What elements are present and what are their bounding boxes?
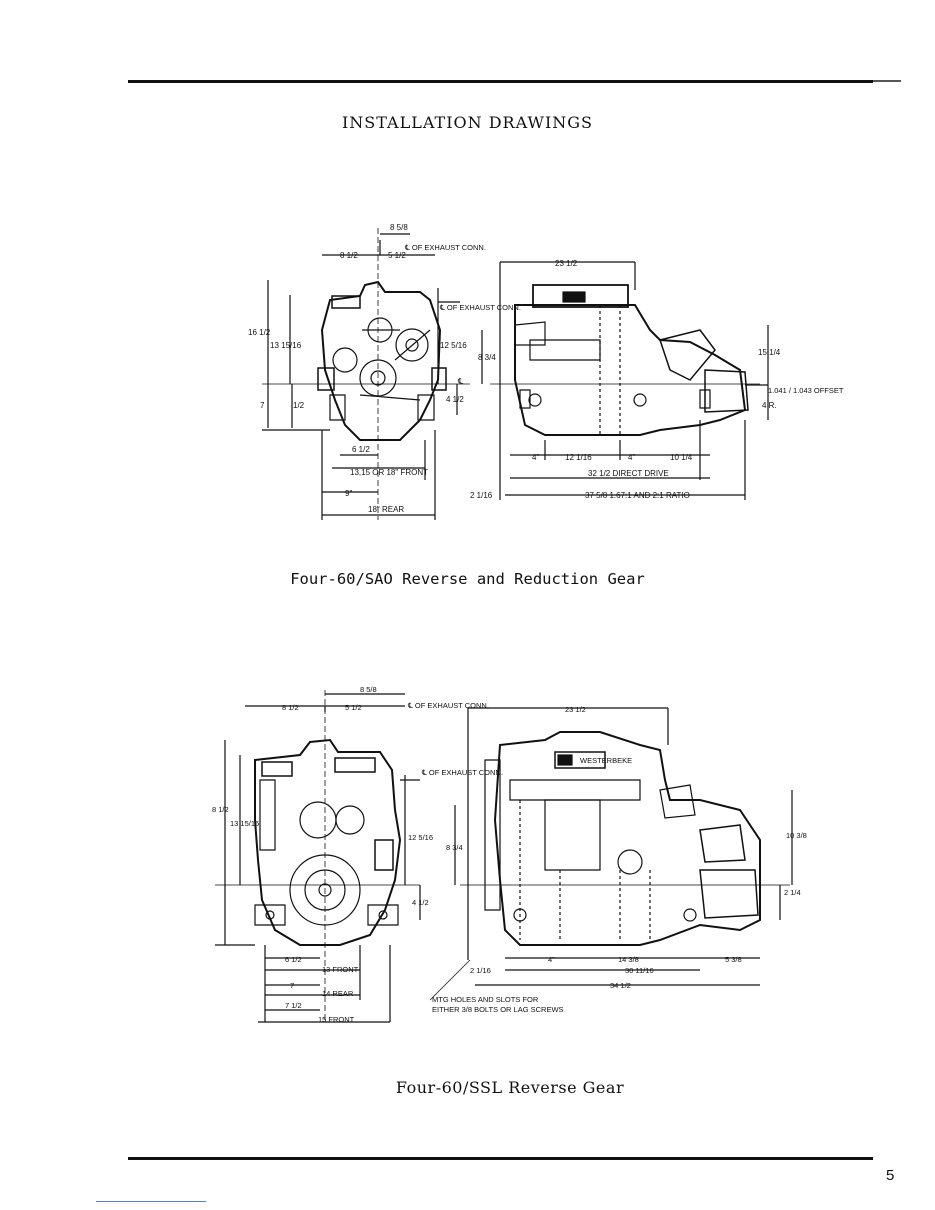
fig1-front-view	[317, 280, 447, 441]
fig1-dim-10-1-4: 10 1/4	[670, 453, 693, 462]
fig1-dim-16-1-2: 16 1/2	[248, 328, 271, 337]
fig1-dim-4a: 4"	[532, 453, 539, 462]
fig1-dim-5-1-2: 5 1/2	[388, 251, 406, 260]
fig1-dim-8-1-2: 8 1/2	[340, 251, 358, 260]
fig1-rear-dims: 18" REAR	[368, 505, 404, 514]
page-title: INSTALLATION DRAWINGS	[341, 113, 594, 132]
fig1-dim-23-1-2: 23 1/2	[555, 259, 578, 268]
figure2-caption: Four-60/SSL Reverse Gear	[395, 1078, 625, 1097]
fig1-dim-4r: 4 R.	[762, 401, 777, 410]
top-rule	[128, 80, 901, 83]
fig1-offset: 1.041 / 1.043 OFFSET	[768, 386, 844, 395]
figure1-caption: Four-60/SAO Reverse and Reduction Gear	[290, 570, 645, 588]
fig1-dim-8-5-8: 8 5/8	[390, 223, 408, 232]
fig1-dim-1-2: 1/2	[293, 401, 305, 410]
footer-link-underline	[96, 1201, 206, 1202]
fig1-dim-7: 7	[260, 401, 265, 410]
fig1-centerline: ℄	[457, 377, 464, 386]
fig1-dimension-labels: 8 5/8 8 1/2 5 1/2 ℄ OF EXHAUST CONN. ℄ O…	[248, 223, 844, 514]
fig1-dim-12-5-16: 12 5/16	[440, 341, 467, 350]
fig1-dim-8-3-4: 8 3/4	[478, 353, 496, 362]
fig1-side-view	[514, 284, 749, 436]
fig1-ratio: 37 5/8 1.67:1 AND 2:1 RATIO	[585, 491, 690, 500]
fig1-dim-15-1-4: 15 1/4	[758, 348, 781, 357]
fig1-front-dims: 13,15 OR 18" FRONT	[350, 468, 428, 477]
fig1-exhaust-b: ℄ OF EXHAUST CONN.	[439, 303, 521, 312]
fig1-direct-drive: 32 1/2 DIRECT DRIVE	[588, 469, 669, 478]
fig1-dim-4b: 4"	[628, 453, 635, 462]
page-number: 5	[886, 1167, 895, 1184]
fig1-dim-12-1-16: 12 1/16	[565, 453, 592, 462]
fig1-dim-13-15-16: 13 15/16	[270, 341, 302, 350]
fig1-dim-9: 9"	[345, 489, 352, 498]
bottom-rule	[128, 1157, 873, 1160]
fig1-exhaust-a: ℄ OF EXHAUST CONN.	[404, 243, 486, 252]
fig1-dim-4-1-2: 4 1/2	[446, 395, 464, 404]
fig1-dim-6-1-2: 6 1/2	[352, 445, 370, 454]
fig1-dim-2-1-16: 2 1/16	[470, 491, 493, 500]
